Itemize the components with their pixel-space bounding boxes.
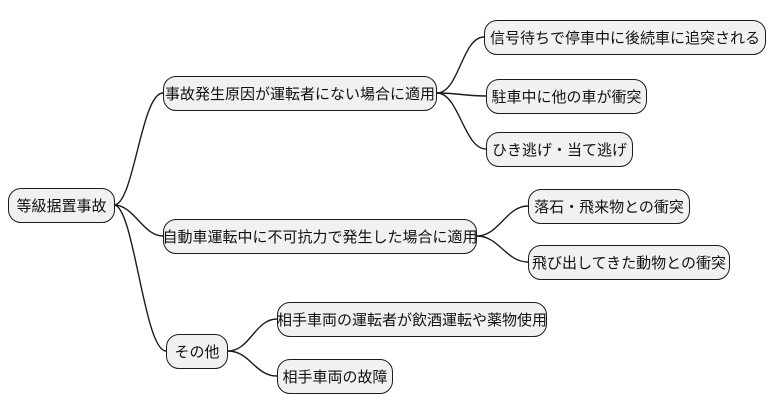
leaf-node-3-2: 相手車両の故障 [277,359,393,394]
connector-branch1-leaf1 [436,36,485,94]
branch-node-3: その他 [166,334,228,369]
root-node: 等級据置事故 [8,188,115,223]
leaf-node-1-1: 信号待ちで停車中に後続車に追突される [484,20,766,55]
connector-branch2-leaf2 [476,235,529,263]
branch-node-2: 自動車運転中に不可抗力で発生した場合に適用 [163,219,478,254]
leaf-node-2-1: 落石・飛来物との衝突 [528,189,690,224]
leaf-node-3-1: 相手車両の運転者が飲酒運転や薬物使用 [277,302,547,337]
leaf-node-1-2: 駐車中に他の車が衝突 [486,79,647,114]
leaf-node-1-3: ひき逃げ・当て逃げ [486,132,633,167]
connector-branch2-leaf1 [476,205,529,237]
connector-branch1-leaf2 [436,92,487,97]
connector-branch3-leaf1 [227,318,278,352]
connector-branch3-leaf2 [227,350,278,377]
connector-branch1-leaf3 [436,92,487,150]
branch-node-1: 事故発生原因が運転者にない場合に適用 [163,76,437,111]
leaf-node-2-2: 飛び出してきた動物との衝突 [528,245,730,280]
connector-root-branch3 [113,204,167,352]
connector-root-branch2 [113,204,164,237]
connector-root-branch1 [113,92,164,206]
